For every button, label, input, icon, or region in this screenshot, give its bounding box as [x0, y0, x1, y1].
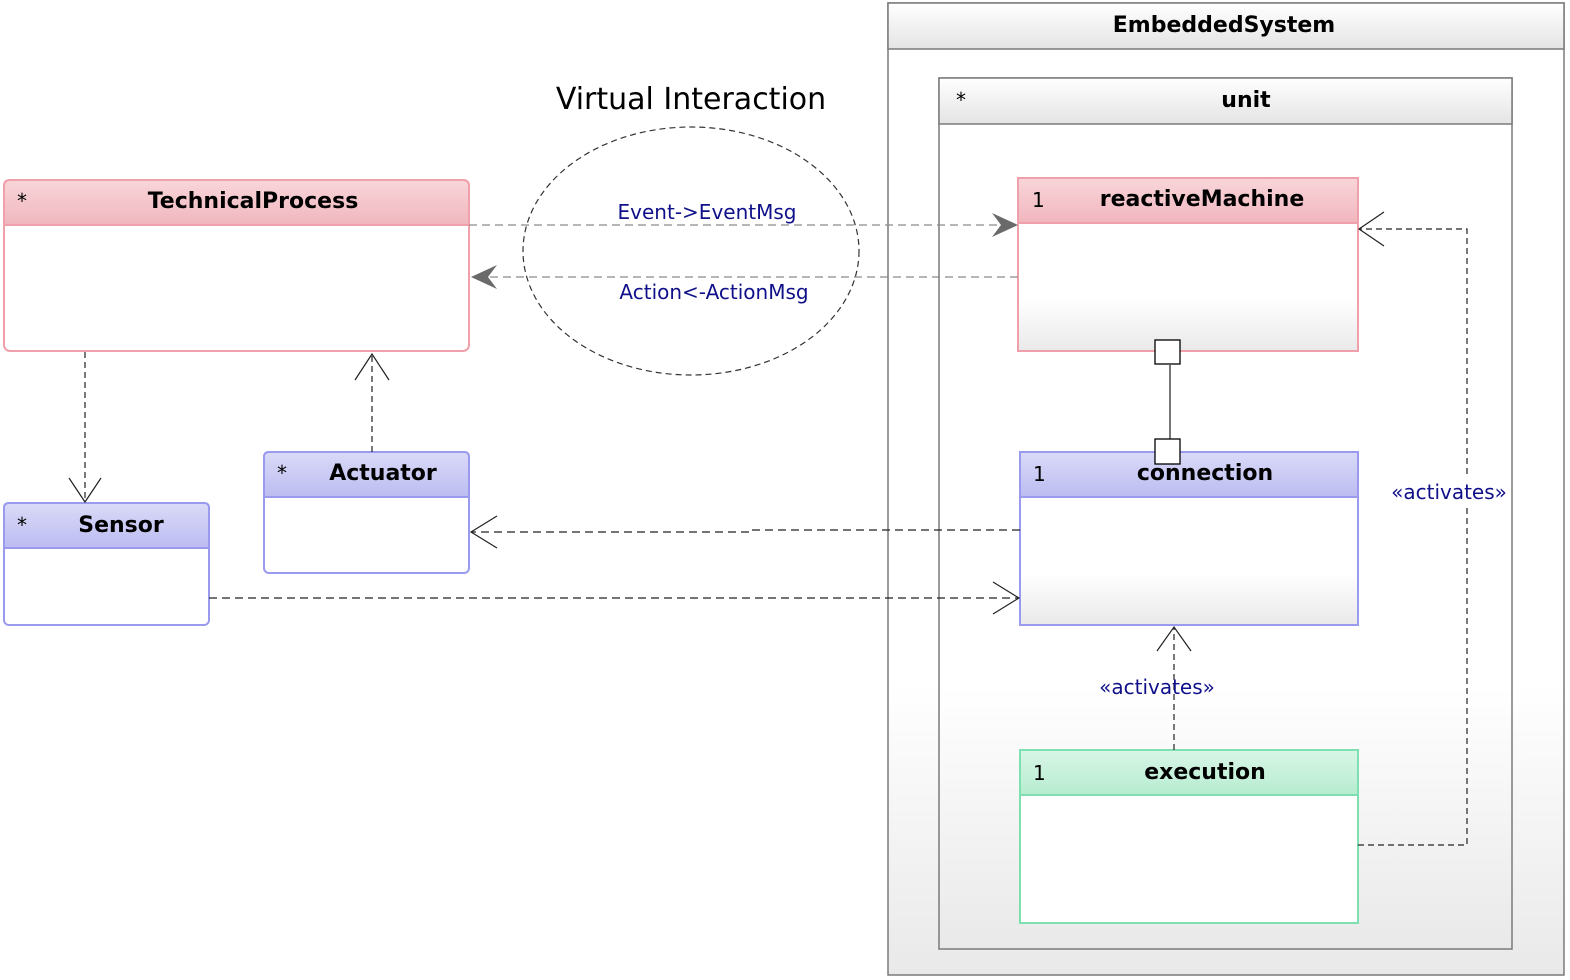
sensor-box[interactable]: * Sensor: [3, 502, 210, 626]
connection-port: [1154, 438, 1181, 465]
reactive-machine-multiplicity: 1: [1032, 188, 1045, 212]
machine-port: [1154, 339, 1181, 365]
activates-right-label: «activates»: [1391, 480, 1507, 504]
execution-multiplicity: 1: [1033, 761, 1046, 785]
virtual-interaction[interactable]: Virtual Interaction: [522, 82, 860, 376]
action-link[interactable]: Action<-ActionMsg: [471, 265, 1018, 304]
technical-process-title: TechnicalProcess: [148, 189, 359, 214]
embedded-system-title: EmbeddedSystem: [1113, 13, 1335, 38]
action-arrowhead: [471, 265, 497, 289]
process-to-sensor-link[interactable]: [68, 352, 102, 504]
actuator-to-process-link[interactable]: [354, 352, 390, 452]
connection-title: connection: [1137, 461, 1273, 486]
reactive-machine-title: reactiveMachine: [1100, 187, 1305, 212]
virtual-interaction-label: Virtual Interaction: [556, 82, 826, 117]
event-link[interactable]: Event->EventMsg: [469, 200, 1018, 237]
connection-to-actuator-arrowhead: [469, 515, 498, 549]
sensor-to-connection-arrowhead: [992, 581, 1021, 615]
connection-box[interactable]: 1 connection: [1019, 451, 1359, 626]
execution-activates-connection-arrowhead: [1156, 625, 1192, 652]
technical-process-multiplicity: *: [17, 189, 27, 213]
unit-multiplicity: *: [956, 88, 966, 112]
actuator-box[interactable]: * Actuator: [263, 451, 470, 574]
execution-activates-connection-link[interactable]: «activates»: [1099, 625, 1215, 750]
machine-connection-link[interactable]: [1154, 339, 1181, 465]
execution-activates-machine-link[interactable]: «activates»: [1357, 211, 1507, 846]
execution-activates-machine-arrowhead: [1357, 211, 1385, 247]
actuator-to-process-arrowhead: [354, 352, 390, 381]
actuator-multiplicity: *: [277, 461, 287, 485]
technical-process-box[interactable]: * TechnicalProcess: [3, 179, 470, 352]
reactive-machine-box[interactable]: 1 reactiveMachine: [1017, 177, 1359, 352]
execution-title: execution: [1144, 760, 1266, 785]
connection-multiplicity: 1: [1033, 462, 1046, 486]
action-label: Action<-ActionMsg: [619, 280, 808, 304]
event-arrowhead: [992, 213, 1018, 237]
sensor-to-connection-link[interactable]: [209, 581, 1021, 615]
sensor-multiplicity: *: [17, 513, 27, 537]
connection-to-actuator-link[interactable]: [469, 515, 1020, 549]
actuator-title: Actuator: [329, 461, 437, 486]
activates-mid-label: «activates»: [1099, 675, 1215, 699]
unit-title: unit: [1221, 88, 1271, 113]
virtual-interaction-ellipse: [522, 126, 860, 376]
event-label: Event->EventMsg: [618, 200, 797, 224]
process-to-sensor-arrowhead: [68, 477, 102, 504]
sensor-title: Sensor: [78, 513, 164, 538]
execution-box[interactable]: 1 execution: [1019, 749, 1359, 924]
